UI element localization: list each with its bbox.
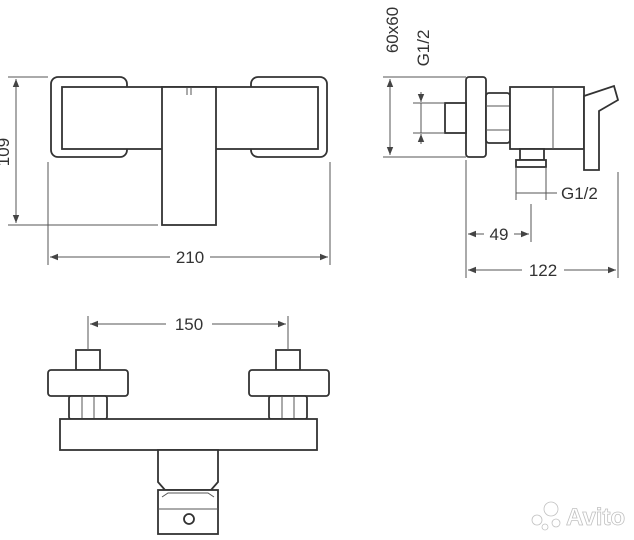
- avito-watermark: Avito: [531, 501, 626, 531]
- top-lever: [157, 489, 219, 535]
- dim-side-thread-top: G1/2: [413, 30, 445, 144]
- side-body: [509, 86, 585, 150]
- front-spout: [161, 86, 217, 226]
- side-outlet: [519, 148, 545, 161]
- avito-logo-icon: [531, 501, 561, 531]
- side-wall-flange: [465, 76, 487, 158]
- dim-label-122: 122: [529, 261, 557, 280]
- side-outlet-thread: [515, 159, 547, 168]
- dim-label-150: 150: [175, 315, 203, 334]
- top-lever-screw: [183, 513, 195, 525]
- top-left-nut: [68, 395, 108, 420]
- top-lever-bevel: [161, 492, 215, 498]
- top-left-flange: [47, 369, 129, 397]
- top-body-bar: [59, 418, 318, 451]
- side-lever: [583, 84, 620, 171]
- top-view: [47, 349, 330, 535]
- dim-centers-bottom: 150: [87, 315, 289, 350]
- dim-side-depth-total: 122: [468, 172, 619, 280]
- avito-watermark-text: Avito: [566, 504, 625, 531]
- dim-label-thread-top: G1/2: [414, 30, 433, 67]
- dim-label-49: 49: [490, 225, 509, 244]
- top-spout-neck: [157, 449, 219, 491]
- front-view: [50, 76, 328, 226]
- side-hex-nut: [485, 92, 511, 144]
- top-right-nut: [268, 395, 308, 420]
- side-view: [444, 76, 620, 171]
- top-right-stub: [275, 349, 301, 371]
- top-left-stub: [75, 349, 101, 371]
- dim-label-210: 210: [176, 248, 204, 267]
- dim-width-front: 210: [47, 162, 331, 267]
- side-inlet-stub: [444, 102, 467, 134]
- top-right-flange: [248, 369, 330, 397]
- dim-label-60x60: 60x60: [383, 7, 402, 53]
- dim-label-109: 109: [0, 138, 13, 166]
- dim-label-thread-bottom: G1/2: [561, 184, 598, 203]
- dim-side-depth-outlet: 49: [465, 160, 532, 278]
- dim-side-size: 60x60: [383, 7, 466, 158]
- dim-height-front: 109: [0, 76, 158, 226]
- dim-side-thread-bottom: G1/2: [515, 167, 598, 203]
